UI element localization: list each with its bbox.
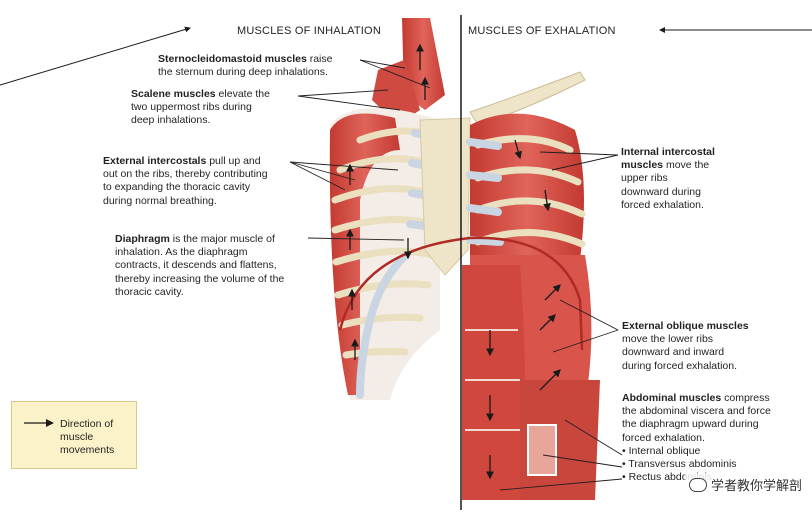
label-ext-intercostals-name: External intercostals [103,155,207,167]
movement-arrows-inhalation [346,43,429,360]
label-ext-intercostals-line4: during normal breathing. [103,194,217,207]
label-ext-oblique-line2: move the lower ribs [622,333,714,346]
label-diaphragm: Diaphragm is the major muscle of inhalat… [115,233,320,299]
sternocleidomastoid-muscle [402,18,445,110]
top-left-pointer [0,26,191,86]
label-int-intercostal-name: Internal intercostal [621,146,715,158]
label-ext-intercostals-line3: to expanding the thoracic cavity [103,181,251,194]
label-sternocleidomastoid: Sternocleidomastoid muscles raise the st… [158,53,368,79]
watermark-text: 学者教你学解剖 [710,478,802,493]
label-diaphragm-line2: inhalation. As the diaphragm [115,246,248,259]
label-abdominal-line3: the diaphragm upward during [622,418,759,431]
label-diaphragm-line4: thereby increasing the volume of the [115,272,285,285]
heading-inhalation: MUSCLES OF INHALATION [237,25,381,37]
label-int-intercostal-line4: downward during [621,185,701,198]
label-external-intercostals: External intercostals pull up and out on… [103,155,303,208]
label-ext-oblique-line4: during forced exhalation. [622,359,737,372]
right-costal-cartilage [466,138,504,246]
label-diaphragm-line5: thoracic cavity. [115,285,184,298]
label-scm-line1: raise [306,53,333,65]
wechat-icon [688,477,707,492]
label-internal-intercostal: Internal intercostal muscles move the up… [621,146,771,212]
label-int-intercostal-line3: upper ribs [621,172,668,185]
heading-exhalation: MUSCLES OF EXHALATION [468,25,616,37]
transversus-window [527,424,557,476]
label-scalene-line3: deep inhalations. [131,114,211,127]
label-int-intercostal-line5: forced exhalation. [621,198,704,211]
label-scm-line2: the sternum during deep inhalations. [158,66,328,79]
label-scalene-line1: elevate the [215,88,270,100]
label-ext-intercostals-line1: pull up and [206,155,261,167]
legend-text: Direction of muscle movements [60,418,115,456]
legend-box: Direction of muscle movements [11,401,137,469]
diaphragm-curve [338,236,584,351]
arrow-right-icon [24,419,54,427]
label-abdominal-muscles: Abdominal muscles compress the abdominal… [622,392,807,484]
movement-arrows-exhalation [486,139,561,480]
label-abdominal-line2: the abdominal viscera and force [622,405,771,418]
label-int-intercostal-name2: muscles [621,159,664,172]
label-abdominal-line4: forced exhalation. [622,431,705,444]
label-scalene-line2: two uppermost ribs during [131,101,252,114]
label-ext-intercostals-line2: out on the ribs, thereby contributing [103,168,268,181]
label-external-oblique: External oblique muscles move the lower … [622,320,797,373]
label-diaphragm-name: Diaphragm [115,233,170,245]
label-abdominal-line1: compress [721,392,770,404]
rectus-tendinous-lines [465,329,520,431]
label-abdominal-item2: • Transversus abdominis [622,458,737,471]
label-abdominal-item1: • Internal oblique [622,444,701,457]
label-scm-name: Sternocleidomastoid muscles [158,53,307,65]
label-scalene-name: Scalene muscles [131,88,216,100]
sternum [419,117,471,276]
label-diaphragm-line3: contracts, it descends and flattens, [115,259,277,272]
watermark: 学者教你学解剖 [684,474,806,495]
label-ext-oblique-name: External oblique muscles [622,320,749,332]
label-scalene: Scalene muscles elevate the two uppermos… [131,88,301,128]
label-abdominal-name: Abdominal muscles [622,392,722,404]
label-int-intercostal-line2: move the [663,159,710,172]
label-ext-oblique-line3: downward and inward [622,346,725,359]
label-diaphragm-line1: is the major muscle of [169,233,275,245]
right-intercostal-muscles [470,113,584,261]
rectus-abdominis-muscle [462,265,525,500]
leader-lines [289,59,623,491]
